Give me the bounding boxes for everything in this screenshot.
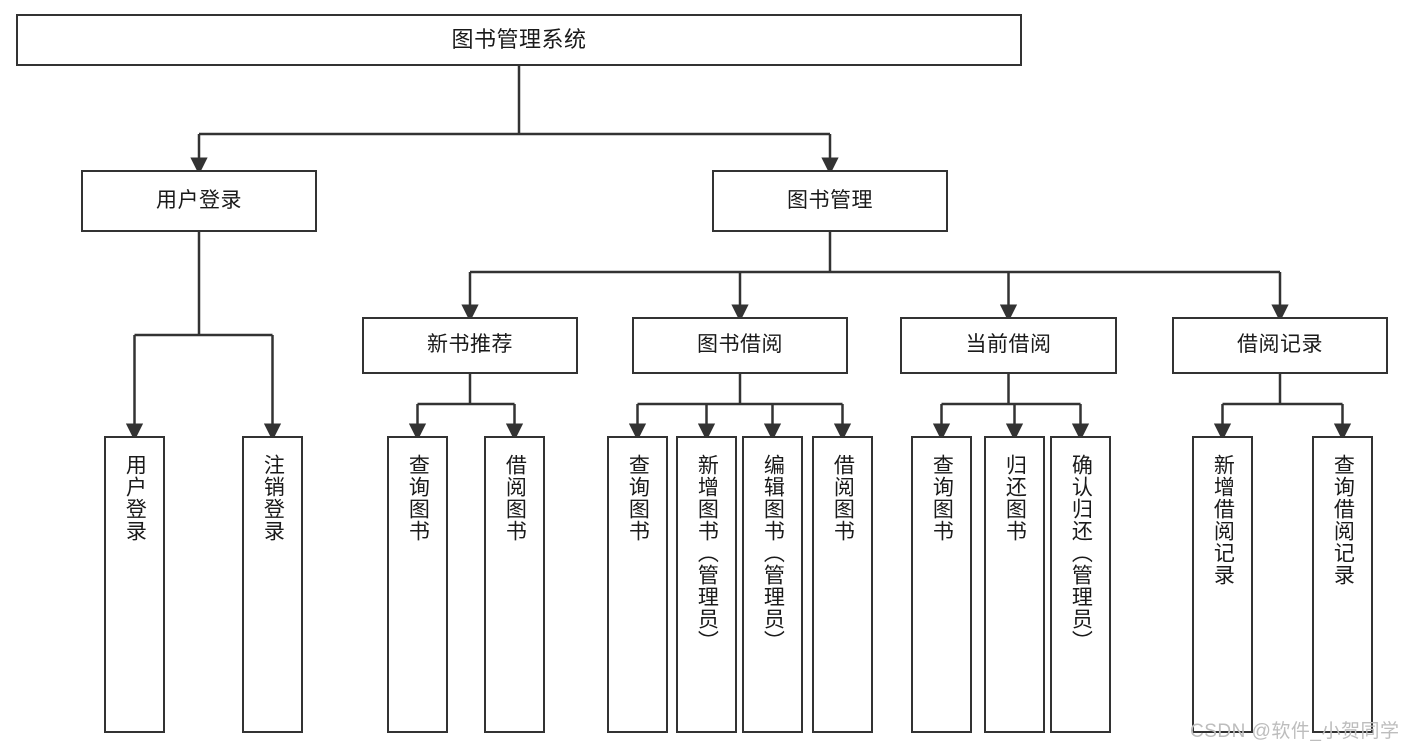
node-leaf-return-book-label: 归还图书: [1003, 454, 1027, 542]
node-leaf-confirm-return-label: 确认归还（管理员）: [1069, 454, 1093, 652]
node-root[interactable]: 图书管理系统: [16, 14, 1022, 66]
node-leaf-query-record-label: 查询借阅记录: [1331, 454, 1355, 586]
node-leaf-query-record[interactable]: 查询借阅记录: [1312, 436, 1373, 733]
node-leaf-user-logout[interactable]: 注销登录: [242, 436, 303, 733]
node-current-borrow-label: 当前借阅: [965, 333, 1052, 357]
node-borrow-record[interactable]: 借阅记录: [1172, 317, 1388, 374]
node-leaf-edit-book[interactable]: 编辑图书（管理员）: [742, 436, 803, 733]
node-leaf-query-book-3[interactable]: 查询图书: [911, 436, 972, 733]
node-leaf-return-book[interactable]: 归还图书: [984, 436, 1045, 733]
node-leaf-borrow-book-2[interactable]: 借阅图书: [812, 436, 873, 733]
node-user-login-label: 用户登录: [156, 188, 242, 212]
node-leaf-add-book[interactable]: 新增图书（管理员）: [676, 436, 737, 733]
watermark: CSDN @软件_小贺同学: [1190, 721, 1400, 742]
node-book-manage-label: 图书管理: [787, 188, 873, 212]
node-book-borrow-label: 图书借阅: [697, 333, 783, 357]
node-leaf-user-login-label: 用户登录: [123, 454, 147, 542]
node-leaf-query-book-2[interactable]: 查询图书: [607, 436, 668, 733]
node-leaf-query-book-1[interactable]: 查询图书: [387, 436, 448, 733]
node-leaf-query-book-3-label: 查询图书: [930, 454, 954, 542]
node-new-book-recommend[interactable]: 新书推荐: [362, 317, 578, 374]
node-root-label: 图书管理系统: [451, 27, 587, 53]
node-leaf-confirm-return[interactable]: 确认归还（管理员）: [1050, 436, 1111, 733]
node-leaf-add-book-label: 新增图书（管理员）: [695, 454, 719, 652]
node-book-manage[interactable]: 图书管理: [712, 170, 948, 232]
node-book-borrow[interactable]: 图书借阅: [632, 317, 848, 374]
node-leaf-query-book-1-label: 查询图书: [406, 454, 430, 542]
node-leaf-query-book-2-label: 查询图书: [626, 454, 650, 542]
node-leaf-add-record-label: 新增借阅记录: [1211, 454, 1235, 586]
node-leaf-user-login[interactable]: 用户登录: [104, 436, 165, 733]
node-leaf-edit-book-label: 编辑图书（管理员）: [761, 454, 785, 652]
node-leaf-borrow-book-1[interactable]: 借阅图书: [484, 436, 545, 733]
node-leaf-borrow-book-1-label: 借阅图书: [503, 454, 527, 542]
node-leaf-add-record[interactable]: 新增借阅记录: [1192, 436, 1253, 733]
node-user-login[interactable]: 用户登录: [81, 170, 317, 232]
node-current-borrow[interactable]: 当前借阅: [900, 317, 1117, 374]
node-leaf-user-logout-label: 注销登录: [261, 454, 285, 542]
node-leaf-borrow-book-2-label: 借阅图书: [831, 454, 855, 542]
node-new-book-recommend-label: 新书推荐: [427, 333, 513, 357]
node-borrow-record-label: 借阅记录: [1237, 333, 1323, 357]
